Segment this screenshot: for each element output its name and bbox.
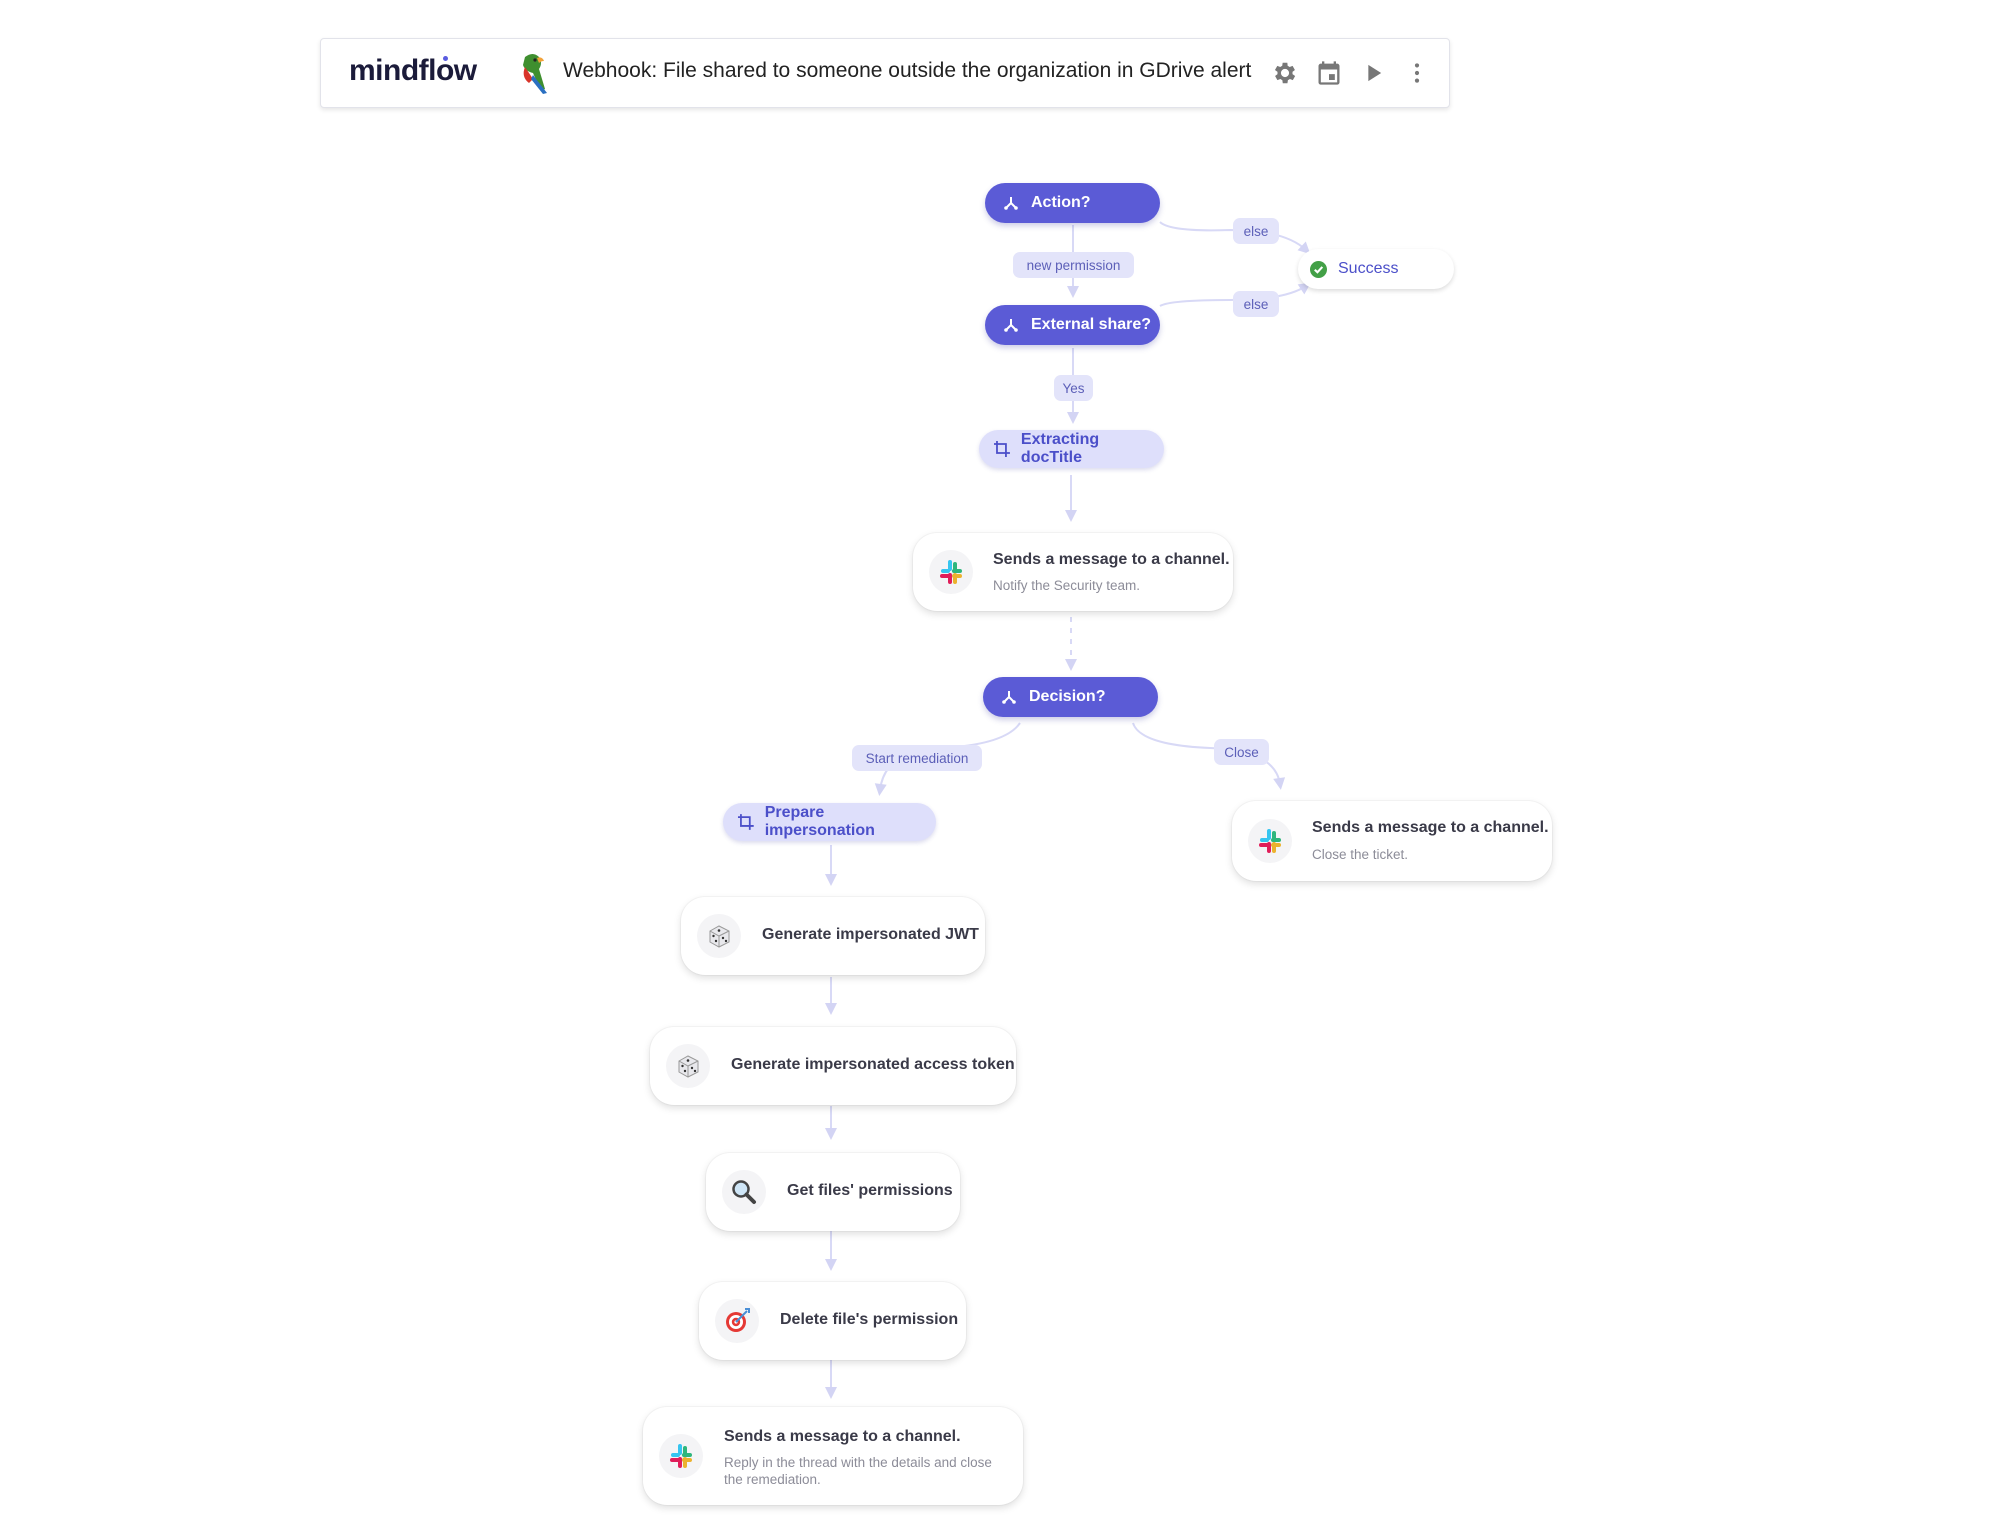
card-subtitle: Close the ticket. xyxy=(1312,847,1409,862)
target-icon xyxy=(715,1299,759,1343)
card-title: Sends a message to a channel. xyxy=(1312,819,1549,836)
more-vert-icon[interactable] xyxy=(1403,59,1431,87)
edge-label-new-permission: new permission xyxy=(1013,252,1134,278)
action-card-generate-jwt[interactable]: Generate impersonated JWT xyxy=(681,897,985,975)
mindflow-logo[interactable]: mindflow xyxy=(349,54,477,87)
branch-icon xyxy=(1004,197,1018,210)
transform-node-extract-doctitle[interactable]: Extracting docTitle xyxy=(979,430,1164,468)
condition-label: Decision? xyxy=(1029,688,1106,705)
success-label: Success xyxy=(1338,260,1399,277)
action-card-notify-security[interactable]: Sends a message to a channel. Notify the… xyxy=(913,533,1233,611)
workflow-title[interactable]: Webhook: File shared to someone outside … xyxy=(563,59,1252,82)
card-title: Generate impersonated JWT xyxy=(762,926,979,943)
branch-icon xyxy=(1004,319,1018,332)
condition-node-decision[interactable]: Decision? xyxy=(983,677,1158,717)
edge-label-yes: Yes xyxy=(1054,375,1093,401)
card-title: Get files' permissions xyxy=(787,1182,953,1199)
action-card-generate-access-token[interactable]: Generate impersonated access token xyxy=(650,1027,1016,1105)
condition-node-action[interactable]: Action? xyxy=(985,183,1160,223)
dice-icon xyxy=(697,914,741,958)
slack-icon xyxy=(659,1434,703,1478)
card-title: Sends a message to a channel. xyxy=(724,1428,961,1445)
calendar-icon[interactable] xyxy=(1315,59,1343,87)
magnifier-icon xyxy=(722,1170,766,1214)
transform-label: Extracting docTitle xyxy=(1020,431,1100,466)
workflow-header: mindflow Webhook: File shared to someone… xyxy=(320,38,1450,108)
card-subtitle: Notify the Security team. xyxy=(993,578,1141,593)
card-subtitle: Reply in the thread with the details and… xyxy=(724,1455,992,1487)
transform-label: Prepare impersonation xyxy=(764,804,875,839)
logo-dot xyxy=(443,56,448,61)
condition-label: External share? xyxy=(1031,316,1152,333)
play-icon[interactable] xyxy=(1359,59,1387,87)
branch-icon xyxy=(1002,691,1016,704)
transform-node-prepare-impersonation[interactable]: Prepare impersonation xyxy=(723,803,936,841)
action-card-reply-thread[interactable]: Sends a message to a channel. Reply in t… xyxy=(643,1407,1023,1505)
card-title: Generate impersonated access token xyxy=(731,1056,1015,1073)
check-circle-icon xyxy=(1310,260,1327,278)
card-title: Delete file's permission xyxy=(780,1311,959,1328)
edge-label-start-remediation: Start remediation xyxy=(852,745,982,771)
crop-icon xyxy=(993,441,1010,457)
edge-label-else-external: else xyxy=(1233,291,1279,317)
dice-icon xyxy=(666,1044,710,1088)
crop-icon xyxy=(737,814,754,830)
settings-icon[interactable] xyxy=(1271,59,1299,87)
edge-label-else-action: else xyxy=(1233,218,1279,244)
action-card-delete-permission[interactable]: Delete file's permission xyxy=(699,1282,966,1360)
slack-icon xyxy=(1248,819,1292,863)
action-card-close-ticket[interactable]: Sends a message to a channel. Close the … xyxy=(1232,801,1552,881)
success-node[interactable]: Success xyxy=(1298,249,1454,289)
parrot-icon xyxy=(523,54,547,94)
action-card-get-permissions[interactable]: Get files' permissions xyxy=(706,1153,960,1231)
slack-icon xyxy=(929,550,973,594)
card-title: Sends a message to a channel. xyxy=(993,551,1230,568)
edge-label-close: Close xyxy=(1214,739,1269,765)
condition-node-external-share[interactable]: External share? xyxy=(985,305,1160,345)
condition-label: Action? xyxy=(1031,194,1091,211)
